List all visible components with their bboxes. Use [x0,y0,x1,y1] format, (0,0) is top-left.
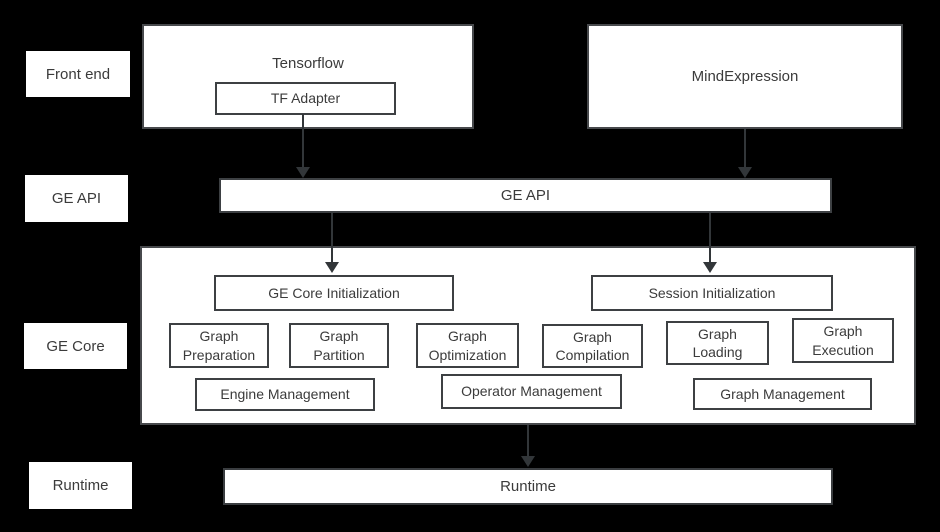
graph-optimization-box: Graph Optimization [416,323,519,368]
engine-management-box: Engine Management [195,378,375,411]
arrow-mindexpression-to-ge-api [738,129,752,178]
graph-preparation-box: Graph Preparation [169,323,269,368]
ge-api-bar-label: GE API [500,186,551,204]
graph-loading-box: Graph Loading [666,321,769,365]
arrow-ge-api-to-session-initialization [703,213,717,273]
tensorflow-title: Tensorflow [272,55,344,72]
session-initialization-box: Session Initialization [591,275,833,311]
graph-compilation-box: Graph Compilation [542,324,643,368]
runtime-bar: Runtime [223,468,833,505]
arrow-ge-api-to-ge-core-initialization [325,213,339,273]
row-label-front-end: Front end [26,51,130,97]
ge-core-initialization-box: GE Core Initialization [214,275,454,311]
graph-execution-box: Graph Execution [792,318,894,363]
runtime-bar-label: Runtime [500,477,556,495]
arrow-ge-core-to-runtime [521,425,535,467]
ge-core-box: GE Core Initialization Session Initializ… [140,246,916,425]
row-label-ge-api: GE API [25,175,128,222]
operator-management-box: Operator Management [441,374,622,409]
graph-partition-box: Graph Partition [289,323,389,368]
graph-management-box: Graph Management [693,378,872,410]
row-label-ge-core: GE Core [24,323,127,369]
mindexpression-box: MindExpression [587,24,903,129]
row-label-runtime: Runtime [29,462,132,509]
tensorflow-box: Tensorflow TF Adapter [142,24,474,129]
tf-adapter-box: TF Adapter [215,82,396,115]
arrow-tf-adapter-to-ge-api [296,114,310,178]
ge-api-bar: GE API [219,178,832,213]
mindexpression-title: MindExpression [691,67,799,85]
